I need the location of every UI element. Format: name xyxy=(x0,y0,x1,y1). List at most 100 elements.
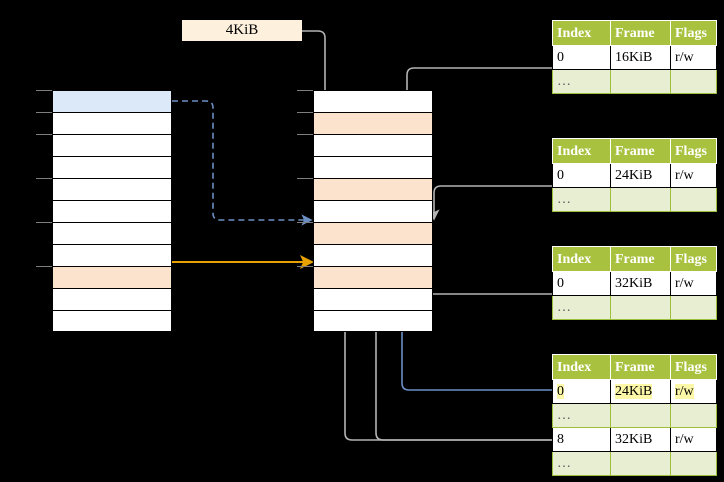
cell-index: … xyxy=(552,451,611,476)
cell-flags: r/w xyxy=(670,379,717,404)
table-header-row: Index Frame Flags xyxy=(552,138,717,164)
page-table-3[interactable]: Index Frame Flags 0 32KiB r/w … xyxy=(552,246,717,320)
col-header-index: Index xyxy=(552,138,611,164)
physical-tick xyxy=(297,266,313,267)
page-table-1[interactable]: Index Frame Flags 0 16KiB r/w … xyxy=(552,20,717,94)
cell-frame xyxy=(610,451,671,476)
cell-frame: 24KiB xyxy=(610,379,671,404)
virtual-tick xyxy=(36,90,52,91)
table-row-ellipsis[interactable]: … xyxy=(552,69,717,94)
cell-flags-value: r/w xyxy=(675,384,694,399)
cell-frame: 32KiB xyxy=(610,271,671,296)
cell-frame xyxy=(610,403,671,428)
table-row[interactable]: 0 24KiB r/w xyxy=(552,163,717,188)
physical-row[interactable] xyxy=(313,178,433,200)
physical-row[interactable] xyxy=(313,112,433,134)
col-header-index: Index xyxy=(552,20,611,46)
col-header-flags: Flags xyxy=(670,246,717,272)
table-row[interactable]: 0 16KiB r/w xyxy=(552,45,717,70)
cell-flags: r/w xyxy=(670,427,717,452)
cell-index: … xyxy=(552,295,611,320)
virtual-row[interactable] xyxy=(52,222,172,244)
cell-index: 8 xyxy=(552,427,611,452)
cell-index: 0 xyxy=(552,163,611,188)
cell-flags xyxy=(670,451,717,476)
virtual-tick xyxy=(36,266,52,267)
virtual-row[interactable] xyxy=(52,288,172,310)
size-label-4kib: 4KiB xyxy=(182,20,302,41)
cell-flags: r/w xyxy=(670,271,717,296)
wire-virtual-row1-to-physical-row7 xyxy=(172,100,313,226)
physical-row[interactable] xyxy=(313,288,433,310)
cell-flags xyxy=(670,403,717,428)
physical-tick xyxy=(297,134,313,135)
table-header-row: Index Frame Flags xyxy=(552,20,717,46)
cell-index: 0 xyxy=(552,271,611,296)
physical-tick xyxy=(297,222,313,223)
cell-index-value: 0 xyxy=(557,384,564,399)
virtual-row[interactable] xyxy=(52,178,172,200)
virtual-tick xyxy=(36,112,52,113)
col-header-frame: Frame xyxy=(610,246,671,272)
col-header-frame: Frame xyxy=(610,138,671,164)
physical-row[interactable] xyxy=(313,134,433,156)
cell-index: … xyxy=(552,69,611,94)
physical-row[interactable] xyxy=(313,310,433,332)
table-header-row: Index Frame Flags xyxy=(552,354,717,380)
cell-flags: r/w xyxy=(670,45,717,70)
virtual-tick xyxy=(36,134,52,135)
col-header-flags: Flags xyxy=(670,354,717,380)
virtual-row[interactable] xyxy=(52,266,172,288)
cell-frame xyxy=(610,295,671,320)
virtual-row[interactable] xyxy=(52,112,172,134)
table-header-row: Index Frame Flags xyxy=(552,246,717,272)
physical-row[interactable] xyxy=(313,200,433,222)
physical-row[interactable] xyxy=(313,222,433,244)
table-row[interactable]: 8 32KiB r/w xyxy=(552,427,717,452)
cell-frame xyxy=(610,69,671,94)
virtual-tick xyxy=(36,222,52,223)
table-row-ellipsis[interactable]: … xyxy=(552,187,717,212)
physical-tick xyxy=(297,178,313,179)
virtual-row[interactable] xyxy=(52,90,172,112)
physical-row[interactable] xyxy=(313,266,433,288)
virtual-row[interactable] xyxy=(52,310,172,332)
page-table-4[interactable]: Index Frame Flags 0 24KiB r/w … 8 32KiB … xyxy=(552,354,717,476)
page-table-2[interactable]: Index Frame Flags 0 24KiB r/w … xyxy=(552,138,717,212)
virtual-row[interactable] xyxy=(52,156,172,178)
col-header-frame: Frame xyxy=(610,354,671,380)
cell-index: 0 xyxy=(552,45,611,70)
virtual-tick xyxy=(36,178,52,179)
table-row-ellipsis[interactable]: … xyxy=(552,451,717,476)
table-row[interactable]: 0 24KiB r/w xyxy=(552,379,717,404)
cell-frame: 16KiB xyxy=(610,45,671,70)
physical-tick xyxy=(297,90,313,91)
physical-row[interactable] xyxy=(313,156,433,178)
table-row-ellipsis[interactable]: … xyxy=(552,403,717,428)
table-row[interactable]: 0 32KiB r/w xyxy=(552,271,717,296)
virtual-address-column xyxy=(52,90,172,332)
physical-row[interactable] xyxy=(313,90,433,112)
col-header-flags: Flags xyxy=(670,138,717,164)
cell-flags xyxy=(670,187,717,212)
cell-frame: 24KiB xyxy=(610,163,671,188)
col-header-frame: Frame xyxy=(610,20,671,46)
cell-flags xyxy=(670,295,717,320)
physical-row[interactable] xyxy=(313,244,433,266)
col-header-index: Index xyxy=(552,246,611,272)
cell-flags: r/w xyxy=(670,163,717,188)
cell-index: … xyxy=(552,403,611,428)
col-header-index: Index xyxy=(552,354,611,380)
table-row-ellipsis[interactable]: … xyxy=(552,295,717,320)
cell-frame: 32KiB xyxy=(610,427,671,452)
cell-frame-value: 24KiB xyxy=(615,384,653,399)
cell-flags xyxy=(670,69,717,94)
physical-tick xyxy=(297,112,313,113)
virtual-row[interactable] xyxy=(52,200,172,222)
cell-index: 0 xyxy=(552,379,611,404)
col-header-flags: Flags xyxy=(670,20,717,46)
virtual-row[interactable] xyxy=(52,134,172,156)
virtual-row[interactable] xyxy=(52,244,172,266)
cell-frame xyxy=(610,187,671,212)
